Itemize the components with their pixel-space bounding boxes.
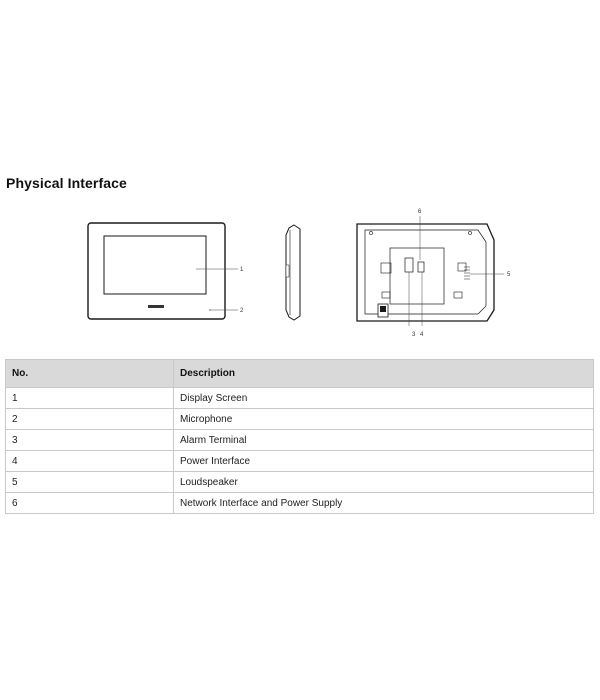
row-description: Display Screen: [173, 387, 594, 409]
microphone-hole: [209, 309, 211, 311]
table-row: 2 Microphone: [5, 408, 594, 430]
brand-logo: [148, 305, 164, 308]
header-no: No.: [5, 359, 174, 388]
row-no: 5: [5, 471, 174, 493]
header-description: Description: [173, 359, 594, 388]
interface-table: No. Description 1 Display Screen 2 Micro…: [5, 359, 594, 514]
callout-4: 4: [420, 332, 424, 338]
callout-6: 6: [418, 209, 422, 215]
row-no: 1: [5, 387, 174, 409]
side-view: [285, 224, 301, 321]
row-no: 2: [5, 408, 174, 430]
row-description: Power Interface: [173, 450, 594, 472]
table-row: 6 Network Interface and Power Supply: [5, 492, 594, 514]
row-no: 3: [5, 429, 174, 451]
section-title: Physical Interface: [6, 175, 127, 191]
row-description: Loudspeaker: [173, 471, 594, 493]
callout-2: 2: [240, 308, 244, 314]
rear-view: 6 3 4 5: [356, 209, 511, 338]
row-description: Microphone: [173, 408, 594, 430]
table-row: 4 Power Interface: [5, 450, 594, 472]
callout-1: 1: [240, 267, 244, 273]
row-no: 4: [5, 450, 174, 472]
table-row: 5 Loudspeaker: [5, 471, 594, 493]
row-description: Alarm Terminal: [173, 429, 594, 451]
table-row: 3 Alarm Terminal: [5, 429, 594, 451]
callout-5: 5: [507, 272, 511, 278]
device-diagram: 1 2: [0, 200, 600, 350]
row-no: 6: [5, 492, 174, 514]
table-header-row: No. Description: [5, 359, 594, 388]
table-row: 1 Display Screen: [5, 387, 594, 409]
row-description: Network Interface and Power Supply: [173, 492, 594, 514]
front-view: 1 2: [87, 222, 244, 320]
callout-3: 3: [412, 332, 416, 338]
